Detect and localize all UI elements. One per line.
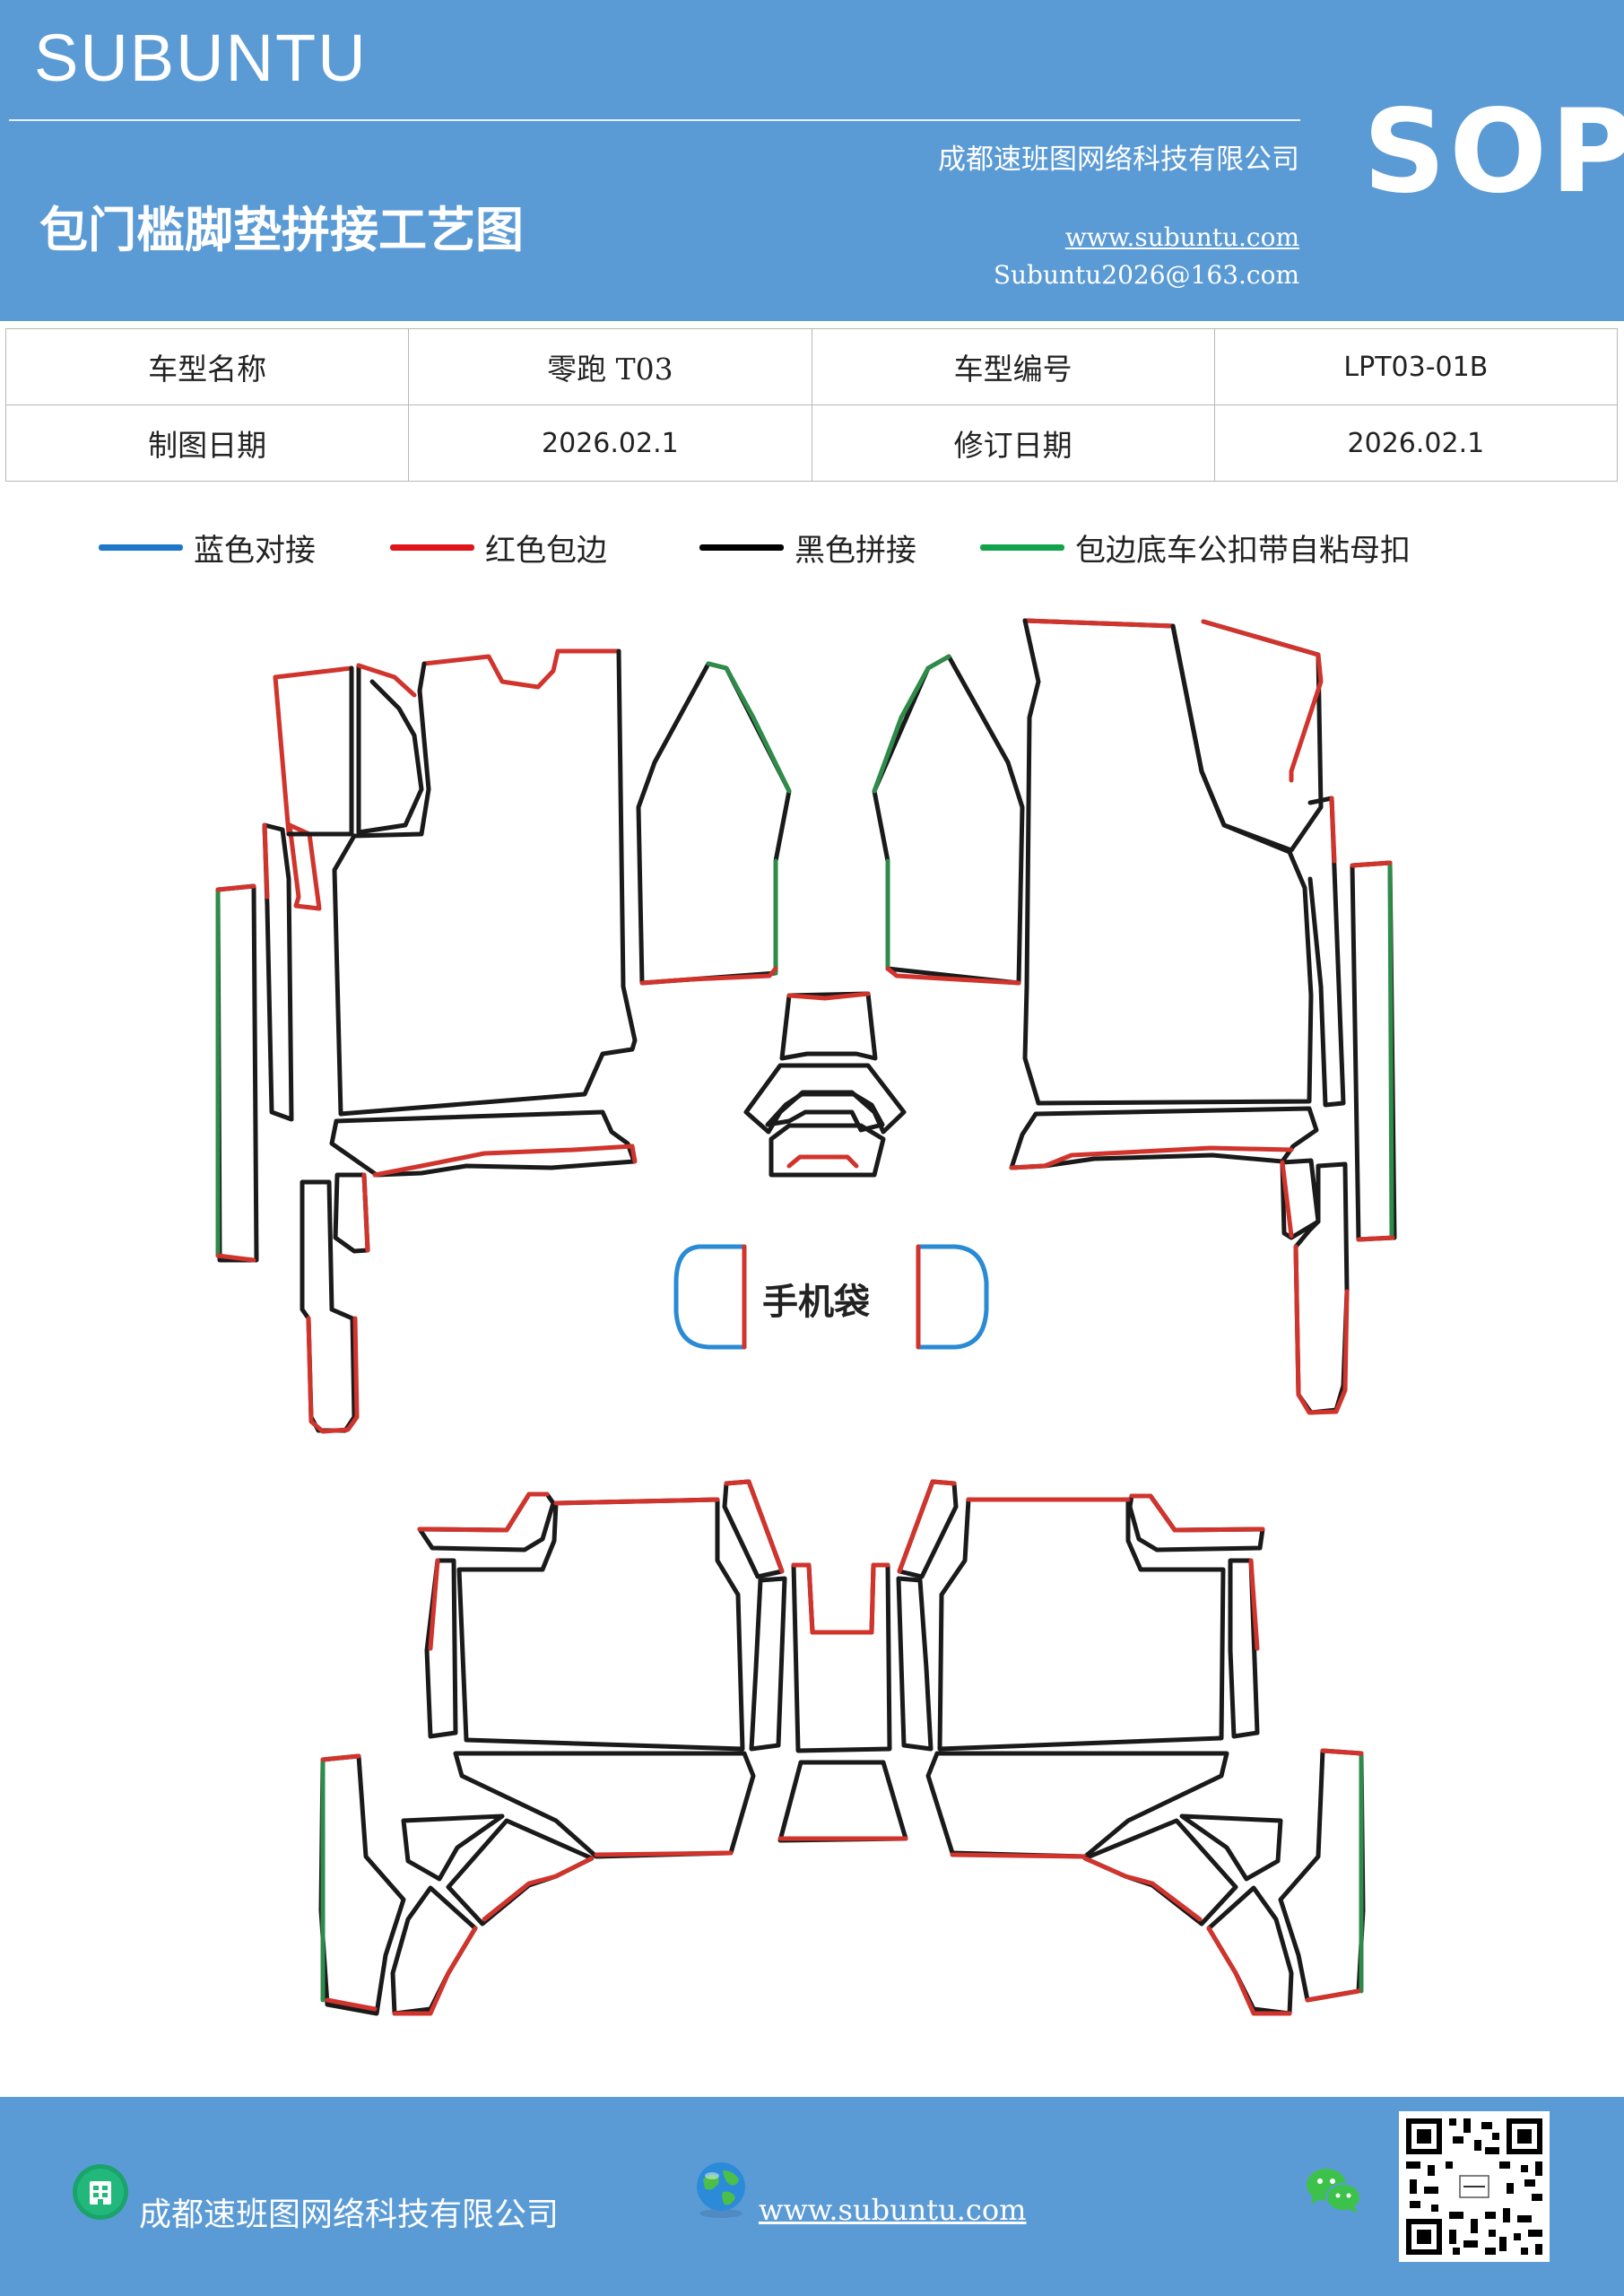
table-cell-value: 2026.02.1 [408,404,812,482]
front-left-mat-group [215,648,638,1434]
legend-item-blue: 蓝色对接 [99,525,316,570]
legend-item-green: 包边底车公扣带自粘母扣 [980,525,1411,570]
company-name: 成都速班图网络科技有限公司 [938,144,1299,176]
table-cell-label: 车型编号 [811,328,1215,405]
globe-icon [697,2162,745,2218]
table-cell-label: 制图日期 [4,404,410,482]
brand-name: SUBUNTU [34,21,368,95]
sop-badge: SOP [1363,85,1624,219]
legend-label: 红色包边 [485,532,607,569]
legend-item-black: 黑色拼接 [699,525,916,570]
website-link[interactable]: www.subuntu.com [1064,222,1299,252]
legend-label: 黑色拼接 [795,532,916,569]
front-center-pieces-group [636,654,1025,1178]
legend-item-red: 红色包边 [390,525,607,570]
footer-website-link[interactable]: www.subuntu.com [759,2193,1027,2227]
legend-swatch [99,544,183,551]
rear-left-mat-group [318,1479,787,2016]
footer-company-name: 成都速班图网络科技有限公司 [139,2196,560,2233]
legend-swatch [699,544,784,551]
mat-splicing-diagram: 手机袋 [215,618,1397,2016]
building-icon [73,2164,128,2220]
legend-swatch [980,544,1064,551]
header-banner: SUBUNTU 成都速班图网络科技有限公司 包门槛脚垫拼接工艺图 www.sub… [0,0,1624,321]
phone-pocket-label: 手机袋 [762,1282,870,1323]
phone-pocket-group: 手机袋 [673,1244,989,1350]
table-row: 制图日期 2026.02.1 修订日期 2026.02.1 [4,404,1619,482]
header-divider [9,119,1300,121]
wechat-icon [1307,2169,1361,2213]
vehicle-info-table: 车型名称 零跑 T03 车型编号 LPT03-01B 制图日期 2026.02.… [4,328,1619,482]
table-cell-value: 2026.02.1 [1213,404,1619,482]
legend-label: 蓝色对接 [194,532,316,569]
email-address: Subuntu2026@163.com [993,260,1299,290]
table-cell-value: LPT03-01B [1213,328,1619,405]
legend-label: 包边底车公扣带自粘母扣 [1075,532,1411,569]
qr-code [1399,2111,1550,2262]
legend-swatch [390,544,474,551]
page-title: 包门槛脚垫拼接工艺图 [39,201,524,258]
table-cell-label: 修订日期 [811,404,1215,482]
table-row: 车型名称 零跑 T03 车型编号 LPT03-01B [4,328,1619,405]
table-cell-value: 零跑 T03 [408,328,812,405]
rear-center-pieces-group [777,1562,908,1843]
rear-right-mat-group [896,1479,1366,2016]
table-cell-label: 车型名称 [4,328,410,405]
front-right-mat-group [1009,618,1397,1415]
